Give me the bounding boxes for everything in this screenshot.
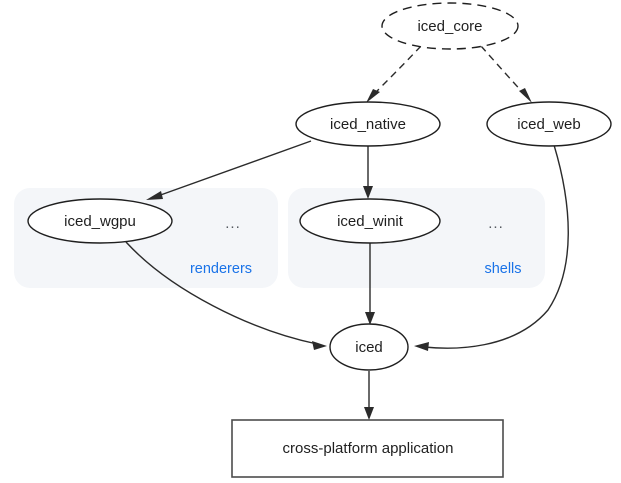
- edge-iced-web-to-iced-arrowhead: [414, 342, 429, 351]
- edge-iced-core-to-iced-native-line: [371, 45, 422, 97]
- node-iced-wgpu[interactable]: iced_wgpu: [27, 198, 173, 244]
- node-iced-winit[interactable]: iced_winit: [299, 198, 441, 244]
- node-iced-native-shape[interactable]: [295, 101, 441, 147]
- cluster-shells-label: shells: [484, 261, 521, 277]
- edge-iced-native-to-iced-winit-arrowhead: [363, 186, 373, 199]
- edge-iced-core-to-iced-web: [480, 45, 532, 103]
- node-iced-winit-label: iced_winit: [337, 213, 404, 230]
- edge-iced-wgpu-to-iced-arrowhead: [312, 341, 327, 350]
- node-iced-web-label: iced_web: [517, 116, 580, 133]
- edge-iced-wgpu-to-iced: [125, 241, 327, 350]
- node-iced-web-shape[interactable]: [486, 101, 612, 147]
- edge-iced-native-to-iced-wgpu-arrowhead: [146, 191, 163, 200]
- edge-iced-core-to-iced-native: [366, 45, 422, 103]
- edge-iced-native-to-iced-wgpu: [146, 140, 312, 200]
- cluster-renderers-label: renderers: [190, 261, 252, 277]
- edge-iced-to-application-arrowhead: [364, 407, 374, 420]
- node-iced-label: iced: [355, 339, 383, 356]
- cluster-shells-ellipsis: ...: [488, 215, 504, 232]
- node-iced[interactable]: iced: [329, 323, 409, 371]
- node-iced-core-shape[interactable]: [381, 2, 519, 50]
- edge-iced-winit-to-iced-arrowhead: [365, 312, 375, 325]
- edge-iced-core-to-iced-web-arrowhead: [519, 88, 532, 103]
- edge-iced-core-to-iced-web-line: [480, 45, 527, 97]
- node-application-label: cross-platform application: [283, 440, 454, 457]
- edge-iced-to-application: [364, 371, 374, 420]
- node-application[interactable]: cross-platform application: [231, 419, 504, 478]
- node-iced-core[interactable]: iced_core: [381, 2, 519, 50]
- node-iced-native-label: iced_native: [330, 116, 406, 133]
- edge-iced-web-to-iced-line: [423, 144, 569, 349]
- edge-iced-web-to-iced: [414, 144, 569, 351]
- edge-iced-wgpu-to-iced-line: [125, 241, 318, 345]
- edge-iced-core-to-iced-native-arrowhead: [366, 89, 380, 103]
- node-iced-native[interactable]: iced_native: [295, 101, 441, 147]
- node-application-shape[interactable]: [231, 419, 504, 478]
- node-iced-core-label: iced_core: [417, 18, 482, 35]
- edge-iced-winit-to-iced: [365, 243, 375, 325]
- edge-iced-native-to-iced-wgpu-line: [154, 140, 312, 198]
- node-iced-shape[interactable]: [329, 323, 409, 371]
- node-iced-wgpu-label: iced_wgpu: [64, 213, 136, 230]
- node-iced-wgpu-shape[interactable]: [27, 198, 173, 244]
- node-iced-winit-shape[interactable]: [299, 198, 441, 244]
- node-iced-web[interactable]: iced_web: [486, 101, 612, 147]
- cluster-renderers-ellipsis: ...: [225, 215, 241, 232]
- edge-iced-native-to-iced-winit: [363, 146, 373, 199]
